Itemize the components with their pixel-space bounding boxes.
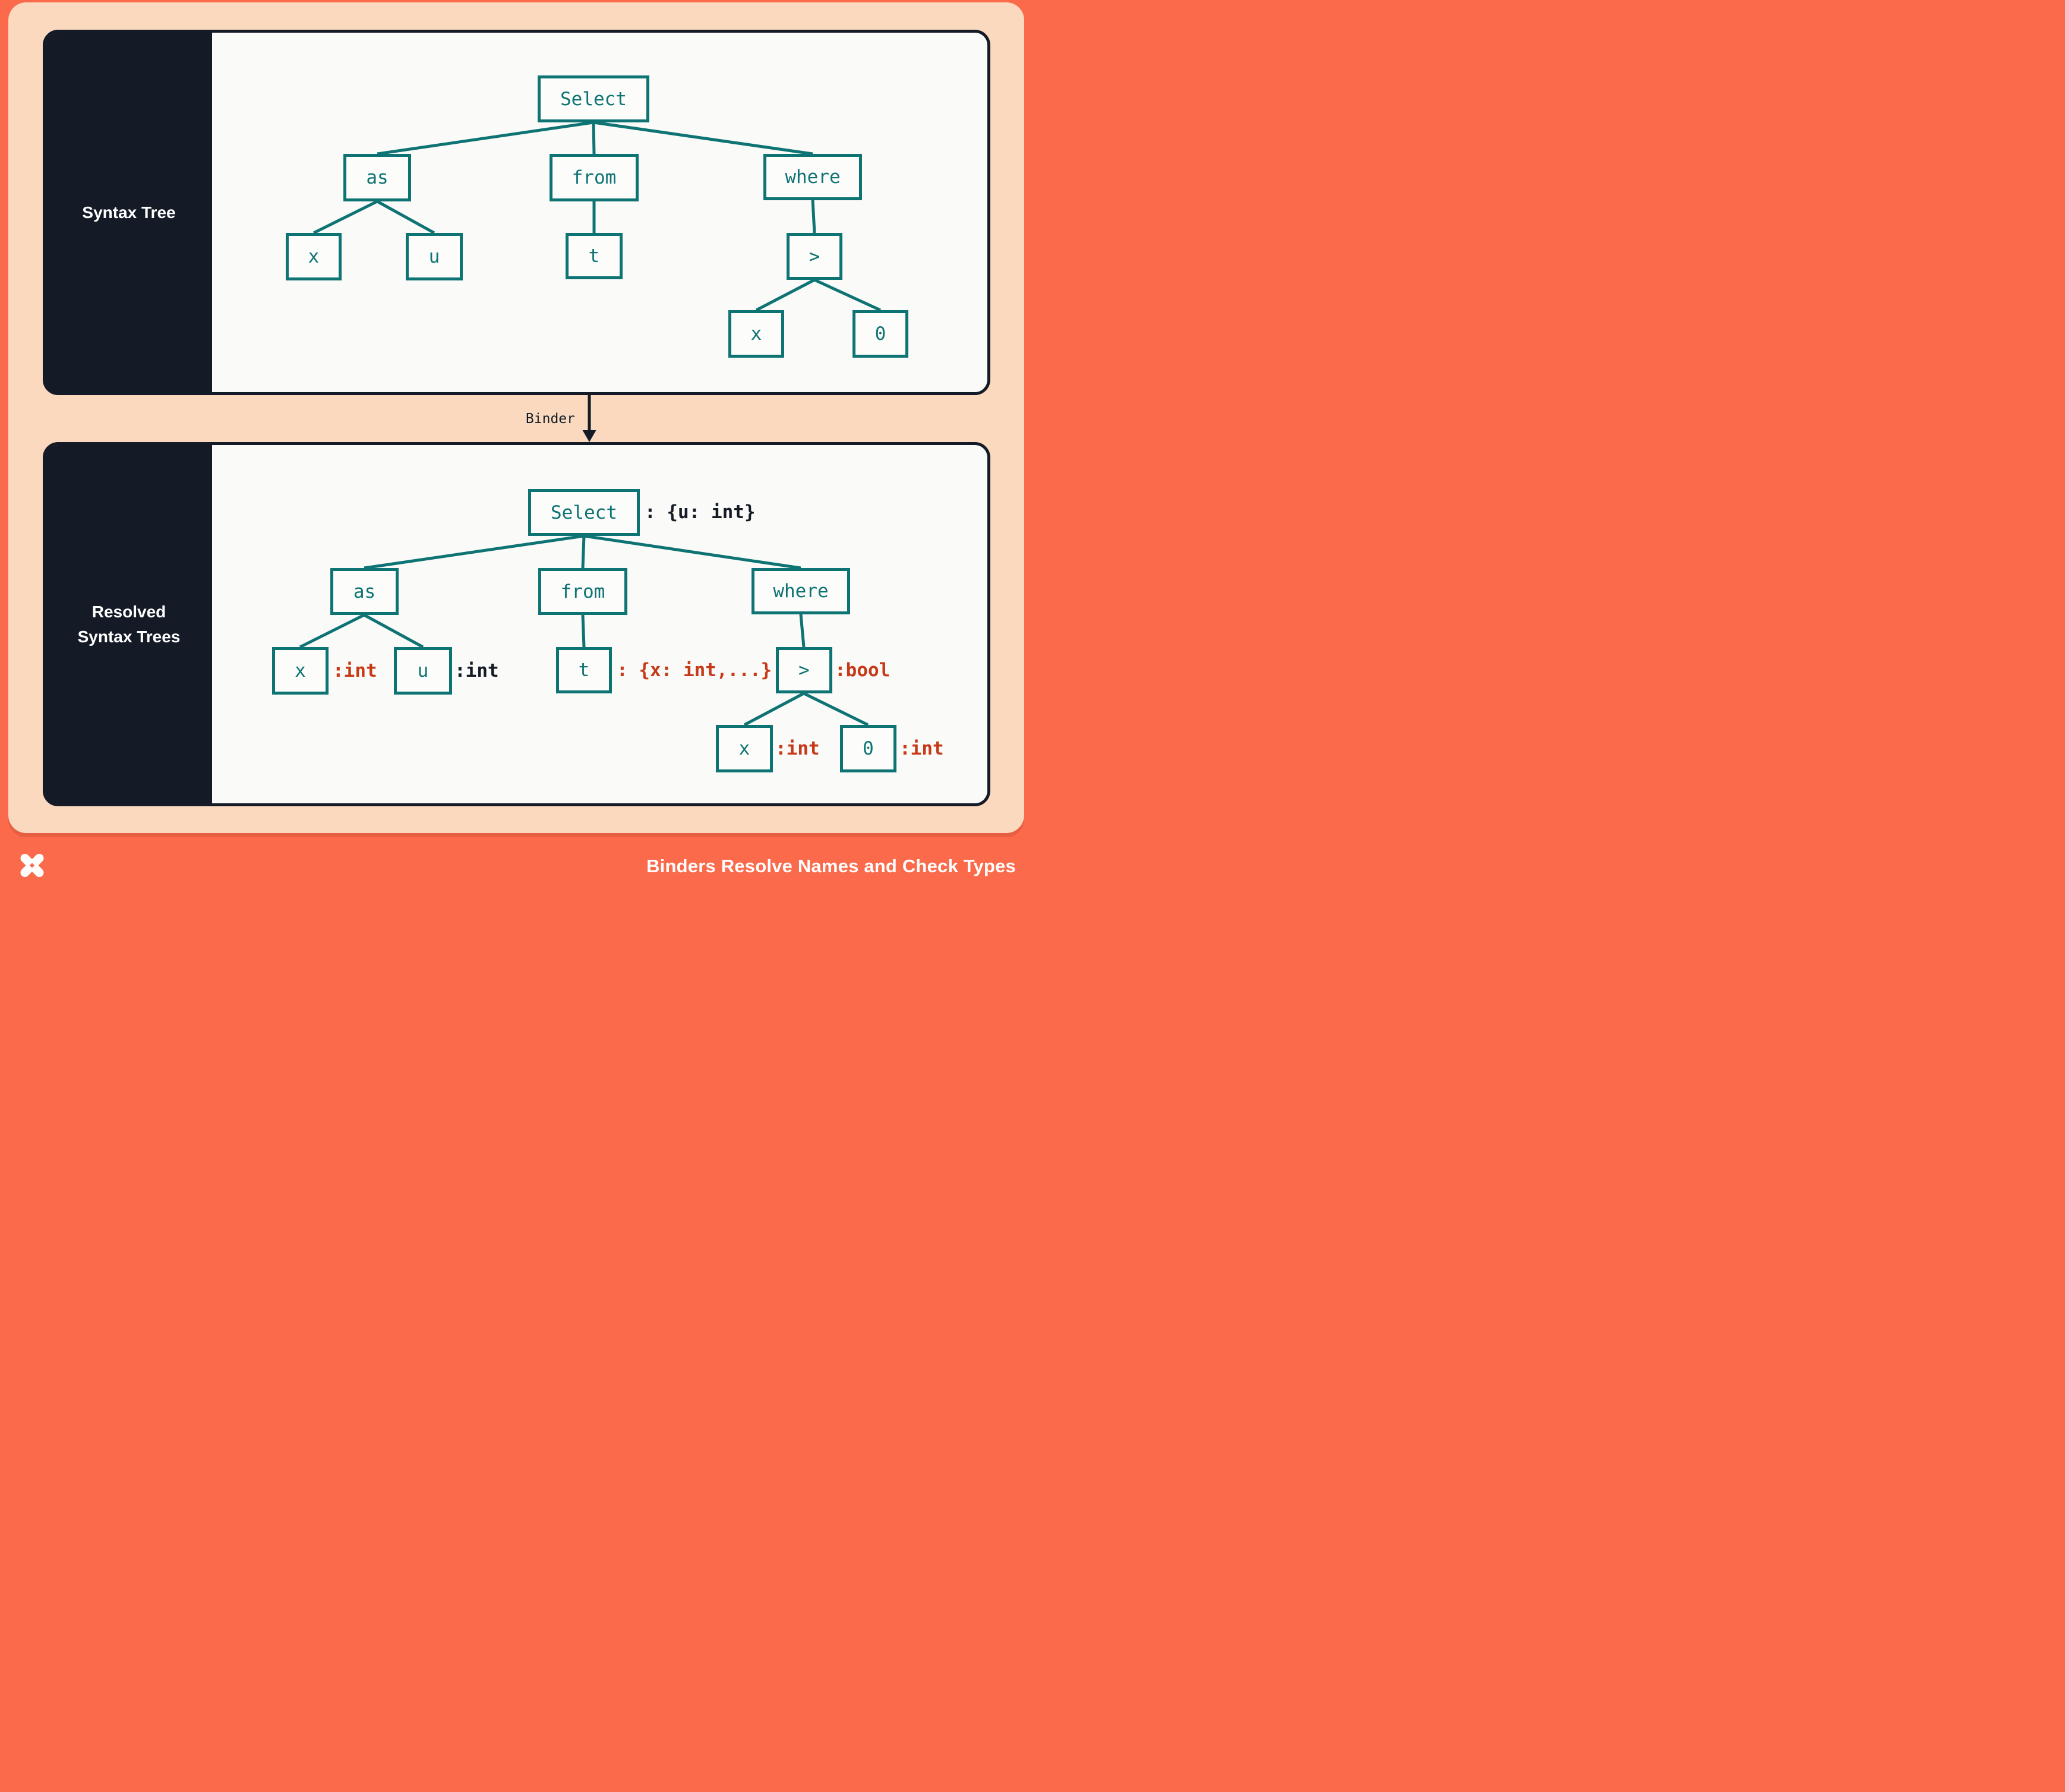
syntax-tree-sidebar-label: Syntax Tree: [82, 203, 176, 222]
syntax-tree-area: Select as from where x u t >: [212, 33, 987, 392]
resolved-tree-area: Select : {u: int} as from where x :int u…: [212, 445, 987, 803]
node-label: x: [308, 246, 320, 267]
type-annotation-greater-than: :bool: [835, 660, 891, 681]
node-label: t: [588, 245, 600, 267]
node-label: where: [785, 166, 841, 188]
tree-node-u: u: [394, 647, 452, 695]
footer-title: Binders Resolve Names and Check Types: [646, 856, 1016, 876]
tree-node-greater-than: >: [776, 647, 832, 693]
tree-node-t: t: [556, 647, 612, 693]
node-label: u: [417, 660, 429, 682]
node-label: Select: [551, 501, 617, 523]
node-label: from: [560, 580, 605, 602]
tree-node-from: from: [538, 568, 627, 615]
tree-node-where: where: [763, 154, 862, 200]
resolved-sidebar-label-line2: Syntax Trees: [77, 627, 181, 646]
node-label: as: [353, 580, 376, 602]
tree-node-x: x: [272, 647, 329, 695]
resolved-syntax-trees-panel: Resolved Syntax Trees Select : {u: int} …: [43, 442, 990, 806]
type-annotation-x-operand: :int: [775, 738, 820, 759]
binder-arrow-icon: [582, 395, 596, 442]
tree-node-t: t: [566, 233, 623, 279]
tree-node-as: as: [343, 154, 411, 201]
tree-node-x: x: [286, 233, 342, 280]
node-label: Select: [560, 88, 627, 110]
node-label: x: [750, 323, 762, 345]
type-annotation-u: :int: [454, 660, 499, 682]
tree-node-zero: 0: [852, 310, 908, 358]
node-label: >: [798, 660, 810, 681]
tree-node-greater-than: >: [787, 233, 842, 280]
tree-node-x-operand: x: [728, 310, 784, 358]
resolved-syntax-trees-sidebar: Resolved Syntax Trees: [46, 445, 212, 803]
node-label: where: [773, 580, 829, 602]
type-annotation-select: : {u: int}: [645, 501, 756, 523]
node-label: >: [809, 245, 820, 267]
syntax-tree-edges: [312, 121, 882, 312]
tree-node-zero: 0: [840, 725, 896, 772]
resolved-sidebar-label-line1: Resolved: [91, 602, 166, 621]
type-annotation-zero: :int: [899, 738, 944, 759]
tree-node-select: Select: [528, 489, 640, 536]
tree-node-from: from: [550, 154, 639, 201]
infographic-canvas: Syntax Tree Select as from: [0, 0, 1032, 896]
node-label: from: [571, 167, 617, 188]
node-label: x: [295, 660, 306, 682]
node-label: u: [428, 246, 440, 267]
type-annotation-x: :int: [333, 660, 377, 682]
tree-node-u: u: [406, 233, 463, 280]
resolved-tree-edges: [299, 534, 869, 727]
syntax-tree-panel: Syntax Tree Select as from: [43, 30, 990, 395]
binder-label: Binder: [525, 411, 575, 427]
node-label: as: [366, 167, 389, 188]
node-label: 0: [874, 323, 886, 345]
tree-node-select: Select: [538, 75, 649, 122]
tree-node-x-operand: x: [716, 725, 773, 772]
syntax-tree-sidebar: Syntax Tree: [46, 33, 212, 392]
tree-node-where: where: [752, 568, 850, 614]
tree-node-as: as: [330, 568, 399, 615]
type-annotation-t: : {x: int,...}: [617, 660, 772, 681]
node-label: x: [738, 738, 750, 759]
x-pinwheel-logo-icon: [20, 854, 44, 877]
node-label: t: [578, 660, 590, 681]
node-label: 0: [863, 738, 874, 759]
